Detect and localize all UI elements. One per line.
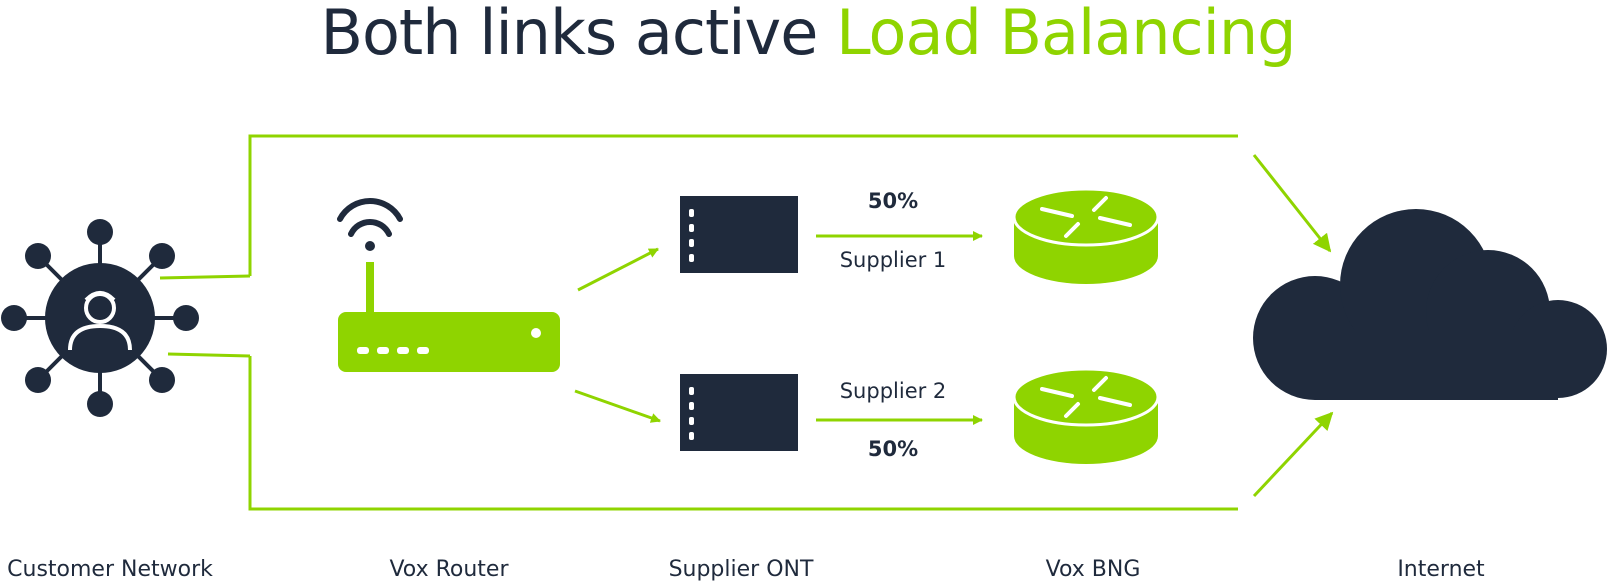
cloud-icon bbox=[1253, 209, 1607, 400]
stage-label-vox-router: Vox Router bbox=[389, 557, 509, 582]
bng-router-icon bbox=[1012, 367, 1160, 464]
stage-label-vox-bng: Vox BNG bbox=[1046, 557, 1141, 582]
diagram-title: Both links active Load Balancing bbox=[0, 0, 1616, 66]
supplier-link-1: 50% Supplier 1 bbox=[816, 189, 983, 272]
stage-label-internet: Internet bbox=[1397, 557, 1485, 582]
stage-label-customer-network: Customer Network bbox=[7, 557, 213, 582]
bypass-path-bottom bbox=[167, 352, 1334, 511]
supplier-link-2: Supplier 2 50% bbox=[816, 379, 983, 461]
stage-label-supplier-ont: Supplier ONT bbox=[669, 557, 814, 582]
wifi-router-icon bbox=[337, 198, 560, 372]
ont-device-icon bbox=[680, 374, 798, 451]
link-2-share: 50% bbox=[868, 437, 918, 461]
bypass-path-top bbox=[159, 134, 1332, 280]
link-1-share: 50% bbox=[868, 189, 918, 213]
bng-router-icon bbox=[1012, 187, 1160, 284]
title-part-1: Both links active bbox=[320, 0, 818, 69]
link-1-supplier: Supplier 1 bbox=[840, 248, 947, 272]
ont-device-icon bbox=[680, 196, 798, 273]
network-hub-user-icon bbox=[1, 219, 199, 417]
title-part-2: Load Balancing bbox=[836, 0, 1296, 69]
link-2-supplier: Supplier 2 bbox=[840, 379, 947, 403]
router-to-ont-arrows bbox=[574, 247, 661, 423]
